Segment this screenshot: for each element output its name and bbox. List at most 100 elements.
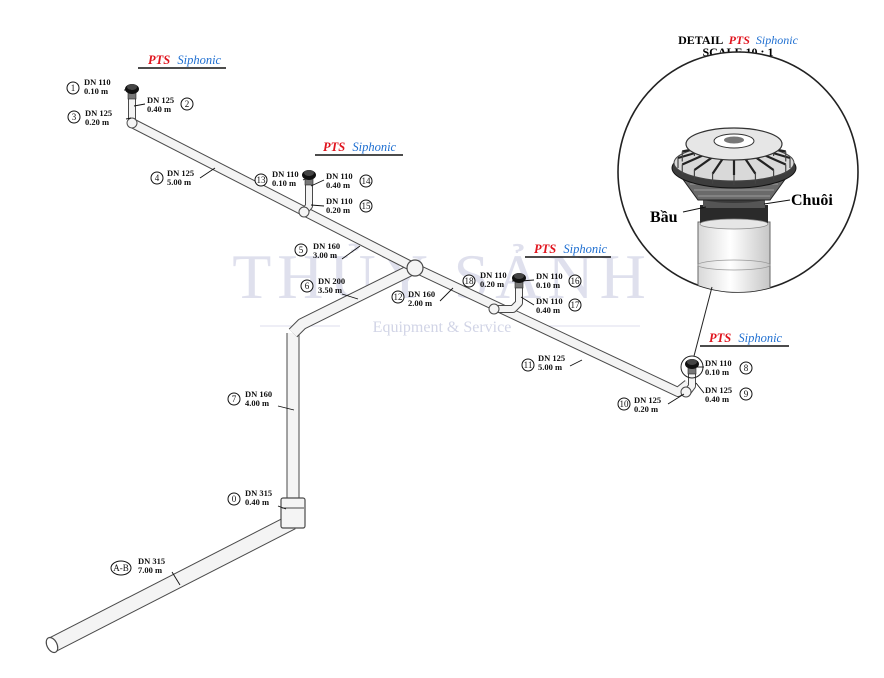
- outlet-label-1: PTS Siphonic: [138, 53, 226, 69]
- segment-length: 0.40 m: [705, 394, 729, 404]
- segment-number-circle: [617, 397, 631, 411]
- segment-dn: DN 160: [313, 241, 340, 251]
- segment-length: 0.10 m: [84, 86, 108, 96]
- segment-dn: DN 110: [326, 196, 353, 206]
- segment-dn: DN 125: [85, 108, 112, 118]
- segment-length: 3.50 m: [318, 285, 342, 295]
- segment-number-circle: [359, 174, 373, 188]
- svg-text:PTS Siphonic: PTS Siphonic: [148, 53, 222, 67]
- segment-length: 3.00 m: [313, 250, 337, 260]
- outlet-3-brand: PTS: [534, 242, 556, 256]
- segment-dn: DN 110: [705, 358, 732, 368]
- detail-title-prefix: DETAIL: [678, 33, 723, 47]
- segment-number: 17: [571, 300, 581, 310]
- segment-number: 11: [524, 360, 533, 370]
- branch-joint-2: [488, 303, 500, 315]
- svg-text:PTS Siphonic: PTS Siphonic: [323, 140, 397, 154]
- segment-number: 4: [155, 173, 160, 183]
- segment-number-circle: [254, 173, 268, 187]
- detail-model: Siphonic: [756, 33, 799, 47]
- detail-leader-right: [763, 199, 791, 205]
- segment-leader: [520, 279, 535, 282]
- segment-leader: [171, 571, 181, 586]
- outlet-label-2: PTS Siphonic: [315, 140, 403, 156]
- segment-number: 14: [362, 176, 372, 186]
- segment-number: 3: [72, 112, 77, 122]
- segment-dn: DN 110: [536, 296, 563, 306]
- watermark-subtitle: Equipment & Service: [373, 319, 512, 336]
- segment-number: 8: [744, 363, 749, 373]
- svg-text:PTS Siphonic: PTS Siphonic: [534, 242, 608, 256]
- detail-view: DETAIL PTS Siphonic SCALE 10 : 1: [617, 33, 859, 379]
- pipe-fittings: [125, 84, 699, 529]
- segment-leader: [199, 167, 216, 179]
- siphonic-outlet-icon-4: [685, 359, 699, 375]
- segment-dn: DN 110: [480, 270, 507, 280]
- segment-length: 0.20 m: [85, 117, 109, 127]
- segment-number-circle: [180, 97, 194, 111]
- segment-leader: [277, 405, 295, 411]
- siphonic-outlet-icon-1: [125, 84, 139, 100]
- segment-leader: [302, 177, 308, 181]
- segment-number-circle: [110, 560, 132, 576]
- segment-number: 9: [744, 389, 749, 399]
- outlet-3-model: Siphonic: [563, 242, 607, 256]
- segment-length: 0.10 m: [536, 280, 560, 290]
- segment-dn: DN 125: [705, 385, 732, 395]
- segment-length: 0.40 m: [147, 104, 171, 114]
- segment-number: 1: [71, 83, 76, 93]
- segment-length: 0.10 m: [272, 178, 296, 188]
- segment-leader: [569, 359, 583, 367]
- segment-leader: [341, 245, 361, 260]
- segment-number: 0: [232, 494, 237, 504]
- segment-length: 0.10 m: [705, 367, 729, 377]
- outlet-1-model: Siphonic: [177, 53, 221, 67]
- segment-number: 6: [305, 281, 310, 291]
- svg-text:PTS Siphonic: PTS Siphonic: [709, 331, 783, 345]
- segment-number-circle: [462, 274, 476, 288]
- pipe-open-end: [45, 636, 59, 654]
- segment-number-circle: [568, 274, 582, 288]
- detail-outlet-drawing: [671, 127, 797, 292]
- segment-number-circle: [739, 387, 753, 401]
- segment-dn: DN 125: [167, 168, 194, 178]
- pipe-run-6: [288, 262, 418, 338]
- pipe-run-4-5: [129, 118, 418, 273]
- segment-leader: [439, 287, 454, 302]
- tee-junction: [406, 259, 424, 277]
- segment-leader: [277, 505, 287, 510]
- segment-dn: DN 125: [634, 395, 661, 405]
- segment-length: 0.20 m: [326, 205, 350, 215]
- segment-dn: DN 160: [245, 389, 272, 399]
- outlet-label-3: PTS Siphonic: [525, 242, 611, 258]
- segment-number-circle: [300, 279, 314, 293]
- outlet-2-model: Siphonic: [352, 140, 396, 154]
- segment-dn: DN 315: [245, 488, 272, 498]
- detail-label-right: Chuôi: [791, 192, 833, 209]
- segment-number-circle: [66, 81, 80, 95]
- detail-label-left: Bầu: [650, 209, 678, 226]
- outlet-4-brand: PTS: [709, 331, 731, 345]
- segment-length: 7.00 m: [138, 565, 162, 575]
- segment-leader: [133, 103, 146, 107]
- siphonic-outlet-icon-2: [302, 170, 316, 186]
- segment-dn: DN 160: [408, 289, 435, 299]
- segment-dn: DN 110: [536, 271, 563, 281]
- segment-number: 7: [232, 394, 237, 404]
- segment-number: 12: [394, 292, 403, 302]
- detail-leader-left: [682, 206, 707, 213]
